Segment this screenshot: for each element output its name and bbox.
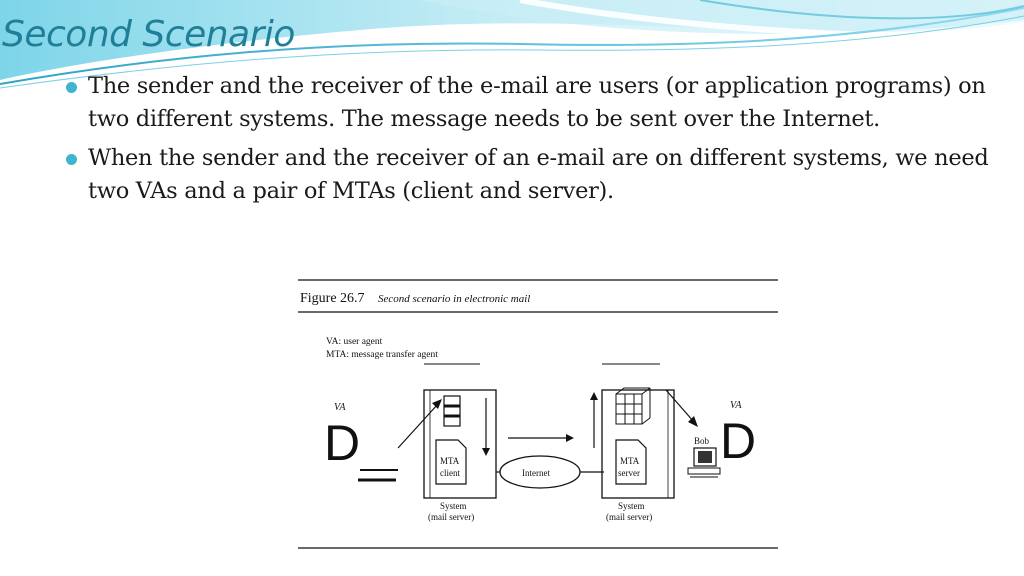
mailbox-grid-icon [615,387,651,425]
right-system-sublabel: (mail server) [606,512,652,522]
bullet-text: When the sender and the receiver of an e… [88,145,989,204]
left-system-sublabel: (mail server) [428,512,474,522]
bullet-list: The sender and the receiver of the e-mai… [64,70,1014,214]
slide-title: Second Scenario [2,14,295,55]
left-system-box [423,389,497,499]
figure-caption: Second scenario in electronic mail [378,293,530,305]
header-swoosh-banner [0,0,1024,89]
mta-server-label: MTA [620,456,640,466]
mta-server-sublabel: server [618,468,640,478]
right-agent-label: VA [730,400,742,411]
bob-label: Bob [694,436,710,446]
mta-client-icon [435,439,467,485]
figure-email-scenario: Figure 26.7 Second scenario in electroni… [290,262,788,560]
computer-icon [687,447,721,478]
left-agent-label: VA [334,402,346,413]
internet-label: Internet [522,468,550,478]
client-queue [443,395,461,427]
left-system-label: System [440,501,467,511]
arrow-head-icon [432,399,442,409]
figure-number: Figure 26.7 [300,291,365,306]
bullet-text: The sender and the receiver of the e-mai… [88,73,986,132]
right-agent-icon: D [720,413,756,469]
right-system-box [601,389,675,499]
bullet-item: The sender and the receiver of the e-mai… [64,70,1014,136]
bullet-item: When the sender and the receiver of an e… [64,142,1014,208]
mta-server-icon [615,439,647,485]
legend-va: VA: user agent [326,337,383,347]
mta-client-label: MTA [440,456,460,466]
bullet-dot-icon [66,154,77,165]
mta-client-sublabel: client [440,468,460,478]
legend-mta: MTA: message transfer agent [326,349,438,360]
bullet-dot-icon [66,82,77,93]
arrow-va-to-client [397,403,439,449]
left-agent-icon: D [324,415,360,471]
right-system-label: System [618,501,645,511]
arrow-server-to-bob [665,389,695,423]
